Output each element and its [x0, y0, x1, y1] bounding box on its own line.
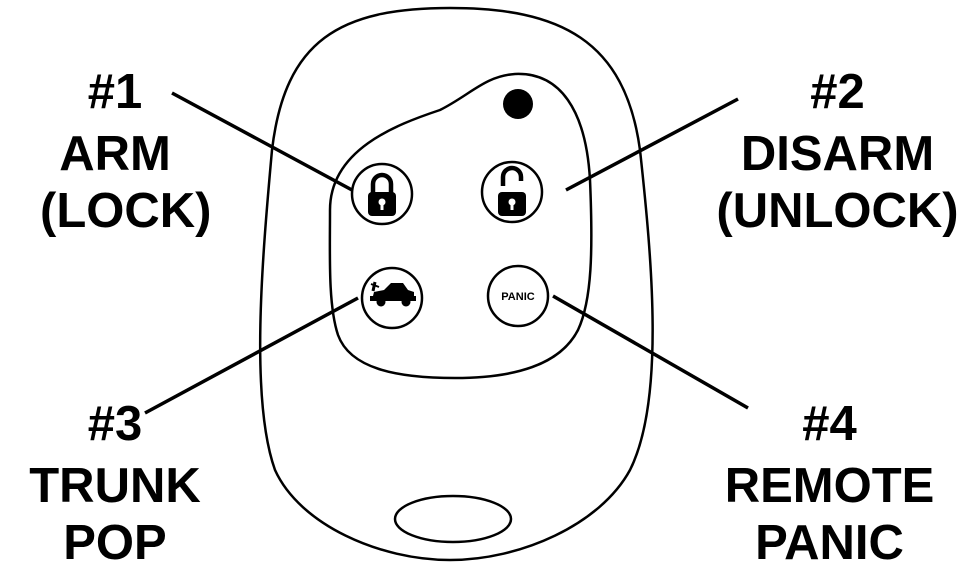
button-1-label: #1 ARM (LOCK): [40, 65, 212, 244]
leader-line-4: [552, 294, 749, 410]
button-3-label-line-1: TRUNK: [29, 459, 201, 513]
button-2-label-line-1: DISARM: [740, 127, 935, 181]
button-2-label-line-2: (UNLOCK): [716, 184, 959, 238]
trunk-button[interactable]: [360, 266, 424, 330]
lock-button[interactable]: [350, 162, 414, 226]
button-3-label-line-2: POP: [63, 516, 167, 570]
button-4-label-line-1: REMOTE: [724, 459, 935, 513]
button-1-label-line-2: (LOCK): [40, 184, 212, 238]
button-2-number: #2: [810, 65, 865, 119]
locked-padlock-icon: [368, 172, 396, 216]
button-2-label: #2 DISARM (UNLOCK): [705, 68, 970, 244]
key-ring-slot: [393, 494, 513, 544]
led-indicator: [503, 89, 533, 119]
car-trunk-icon: [370, 281, 416, 307]
leader-line-2: [565, 97, 739, 192]
button-4-label-line-2: PANIC: [755, 516, 904, 570]
unlock-button[interactable]: [480, 160, 544, 224]
leader-line-1: [171, 91, 353, 192]
unlocked-padlock-icon: [498, 165, 526, 216]
button-3-label: #3 TRUNK POP: [15, 400, 215, 576]
button-3-number: #3: [87, 397, 143, 451]
leader-line-3: [144, 296, 359, 415]
button-1-label-line-1: ARM: [59, 127, 171, 181]
panic-button[interactable]: PANIC: [486, 264, 550, 328]
button-4-number: #4: [802, 397, 857, 451]
button-4-label: #4 REMOTE PANIC: [712, 400, 947, 576]
panic-button-text: PANIC: [501, 291, 534, 303]
button-1-number: #1: [87, 65, 143, 119]
